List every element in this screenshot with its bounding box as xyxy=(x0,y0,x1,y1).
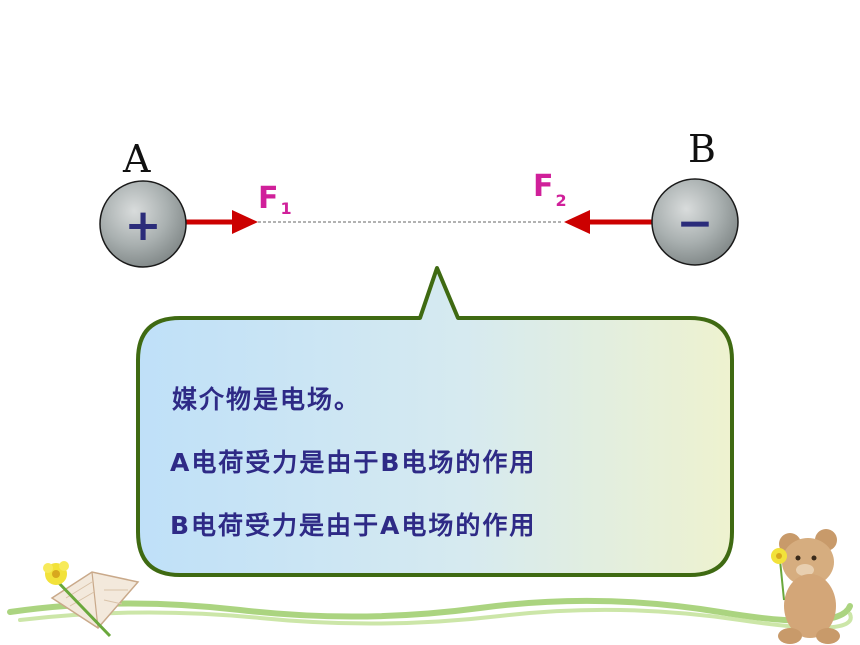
charge-b-label: B xyxy=(688,127,716,171)
speech-bubble xyxy=(136,266,734,577)
charge-a-label: A xyxy=(122,137,151,181)
force-f1-letter: F xyxy=(258,181,279,216)
plus-sign-icon: + xyxy=(125,200,162,251)
minus-sign-icon: − xyxy=(677,198,714,249)
charge-b-sphere: − xyxy=(651,178,739,266)
force-f1-subscript: 1 xyxy=(281,199,292,218)
book-flower-decoration xyxy=(43,561,140,638)
force-f2-subscript: 2 xyxy=(556,191,567,210)
charge-a-sphere: + xyxy=(99,180,187,268)
bubble-line-2: A电荷受力是由于B电场的作用 xyxy=(170,448,536,477)
force-arrow-f2 xyxy=(564,210,652,234)
teddy-bear-decoration xyxy=(771,529,840,644)
force-arrow-f1 xyxy=(186,210,258,234)
grass-border-decoration xyxy=(7,597,853,630)
bubble-line-3: B电荷受力是由于A电场的作用 xyxy=(170,511,536,540)
force-f2-letter: F xyxy=(533,169,554,204)
bubble-line-1: 媒介物是电场。 xyxy=(172,385,361,414)
